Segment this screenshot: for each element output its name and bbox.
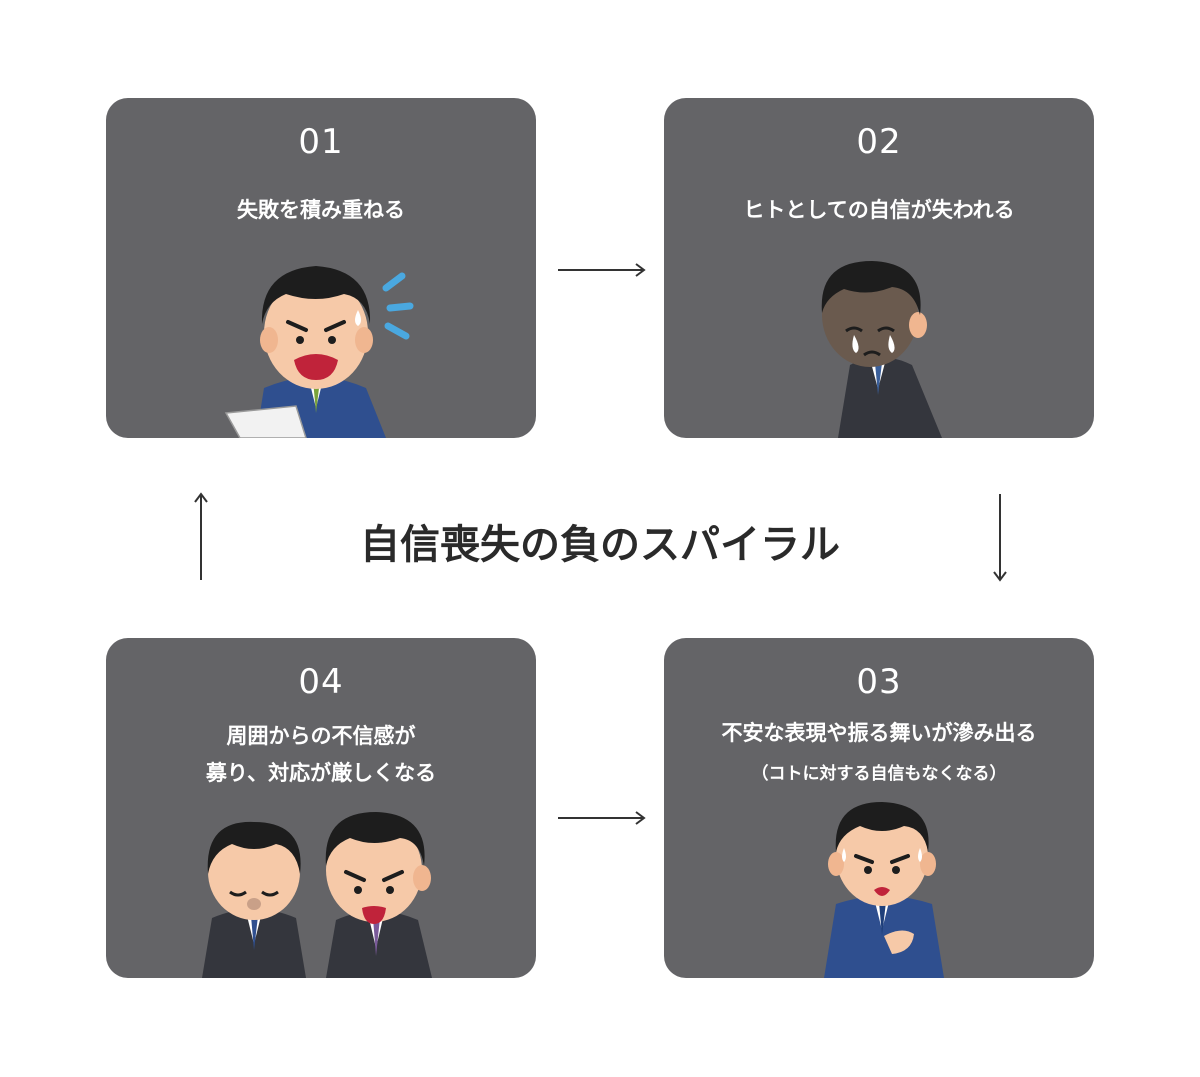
step-label-line2: 募り、対応が厳しくなる (205, 761, 437, 785)
arrow-right-icon (558, 263, 646, 277)
businessman-panicking-illustration (224, 266, 414, 438)
step-card-03: 03 不安な表現や振る舞いが滲み出る （コトに対する自信もなくなる） (664, 638, 1094, 978)
step-label: 不安な表現や振る舞いが滲み出る (721, 721, 1037, 745)
diagram-title: 自信喪失の負のスパイラル (360, 522, 840, 568)
step-label: 失敗を積み重ねる (237, 198, 405, 222)
businessman-crying-illustration (821, 261, 942, 438)
step-number: 04 (298, 662, 344, 702)
step-label: ヒトとしての自信が失われる (743, 198, 1015, 222)
colleagues-whispering-illustration (202, 812, 432, 978)
arrow-right-icon (558, 811, 646, 825)
businessman-nervous-illustration (824, 802, 944, 978)
step-card-01: 01 失敗を積み重ねる (106, 98, 536, 438)
step-number: 02 (856, 122, 902, 162)
step-sublabel: （コトに対する自信もなくなる） (751, 764, 1007, 784)
step-label-line1: 周囲からの不信感が (226, 724, 416, 748)
step-card-04: 04 周囲からの不信感が 募り、対応が厳しくなる (106, 638, 536, 978)
step-number: 01 (298, 122, 344, 162)
step-card-02: 02 ヒトとしての自信が失われる (664, 98, 1094, 438)
arrow-up-icon (194, 492, 208, 580)
arrow-down-icon (993, 494, 1007, 582)
step-number: 03 (856, 662, 902, 702)
